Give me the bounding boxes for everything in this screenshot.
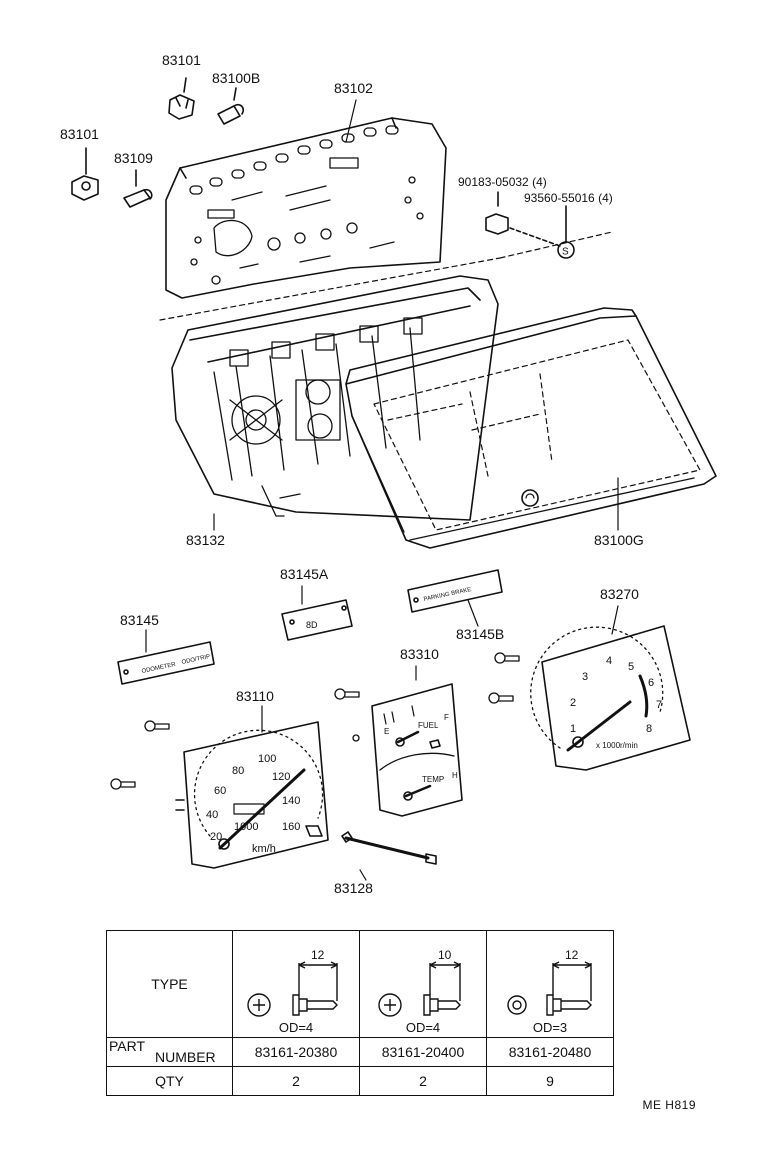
temp-label: TEMP	[422, 775, 444, 784]
bulb-83109	[123, 169, 153, 208]
tacho-tick-2: 2	[570, 697, 576, 709]
part-number-header: PART NUMBER	[106, 1037, 233, 1067]
part-header-line1: PART	[109, 1038, 146, 1054]
screw-marker-93560	[557, 205, 575, 259]
type-cell-2: 10 OD=4	[359, 930, 487, 1038]
qty-header: QTY	[106, 1066, 233, 1096]
printed-circuit-83102	[165, 117, 447, 299]
od-2: OD=4	[405, 1020, 441, 1035]
callout-83101-top: 83101	[162, 52, 201, 68]
callout-83132: 83132	[186, 532, 225, 548]
indicator-8d-label: 8D	[306, 620, 318, 630]
callout-83100B: 83100B	[212, 70, 261, 86]
type-header: TYPE	[106, 930, 233, 1038]
dim-3: 12	[565, 948, 579, 962]
fuel-full-label: F	[444, 713, 449, 722]
bulb-socket-83101-top	[168, 77, 195, 120]
screws	[110, 652, 520, 790]
speedo-tick-120: 120	[272, 771, 290, 783]
callout-83100G: 83100G	[594, 532, 644, 548]
callout-83102: 83102	[334, 80, 373, 96]
screw-type-1-drawing: 12	[247, 948, 338, 1017]
speedo-tick-80: 80	[232, 765, 244, 777]
indicator-plate-83145	[117, 641, 215, 685]
meter-glass-83100G	[345, 307, 717, 549]
temp-hot-label: H	[452, 771, 458, 780]
fuel-label: FUEL	[418, 721, 439, 730]
callout-83110: 83110	[236, 688, 274, 704]
part-number-3: 83161-20480	[486, 1037, 614, 1067]
clip-90183	[485, 191, 561, 247]
callout-90183: 90183-05032 (4)	[458, 175, 547, 189]
bulb-83100B	[217, 87, 245, 125]
tacho-tick-6: 6	[648, 677, 654, 689]
part-number-2: 83161-20400	[359, 1037, 487, 1067]
callout-83270: 83270	[600, 586, 639, 602]
table-row-qty: QTY 2 2 9	[106, 1066, 614, 1096]
tacho-tick-5: 5	[628, 661, 634, 673]
leader-lines	[145, 99, 619, 881]
table-row-part-number: PART NUMBER 83161-20380 83161-20400 8316…	[106, 1037, 614, 1067]
screw-spec-table: TYPE 12 OD=4 1	[106, 930, 614, 1096]
type-cell-1: 12 OD=4	[232, 930, 360, 1038]
screw-type-2-drawing: 10	[378, 948, 461, 1017]
indicator-plate-83145B	[407, 569, 503, 613]
tachometer-83270	[530, 625, 691, 771]
tacho-unit: x 1000r/min	[596, 741, 638, 750]
tacho-tick-8: 8	[646, 723, 652, 735]
qty-2: 2	[359, 1066, 487, 1096]
tacho-tick-1: 1	[570, 723, 576, 735]
speedo-odo-label: 1000	[234, 821, 258, 833]
speedo-tick-40: 40	[206, 809, 218, 821]
fuel-empty-label: E	[384, 727, 389, 736]
drawing-code: ME H819	[642, 1098, 696, 1112]
callout-83109: 83109	[114, 150, 153, 166]
qty-1: 2	[232, 1066, 360, 1096]
callout-83128: 83128	[334, 880, 373, 896]
part-header-line2: NUMBER	[155, 1049, 216, 1065]
od-3: OD=3	[532, 1020, 568, 1035]
speedo-tick-140: 140	[282, 795, 300, 807]
callout-83101-left: 83101	[60, 126, 99, 142]
screw-type-3-drawing: 12	[507, 948, 592, 1016]
speedo-tick-20: 20	[210, 831, 222, 843]
part-number-1: 83161-20380	[232, 1037, 360, 1067]
qty-3: 9	[486, 1066, 614, 1096]
type-cell-3: 12 OD=3	[486, 930, 614, 1038]
meter-case-83132	[171, 275, 499, 521]
callout-83145: 83145	[120, 612, 159, 628]
plate-83145-text-b: ODO/TRIP	[181, 654, 211, 666]
od-1: OD=4	[278, 1020, 314, 1035]
fuel-temp-gauge-83310	[371, 683, 463, 817]
guide-line	[159, 231, 613, 321]
speedo-unit: km/h	[252, 843, 276, 855]
speedo-tick-60: 60	[214, 785, 226, 797]
speedometer-83110	[175, 721, 329, 869]
callout-83310: 83310	[400, 646, 439, 662]
tacho-tick-7: 7	[656, 699, 662, 711]
reset-knob-83128	[341, 831, 437, 865]
table-row-type: TYPE 12 OD=4 1	[106, 930, 614, 1038]
tacho-tick-4: 4	[606, 655, 612, 667]
tacho-tick-3: 3	[582, 671, 588, 683]
bulb-socket-83101-left	[71, 147, 99, 201]
dim-1: 12	[311, 948, 325, 962]
indicator-plate-83145A	[281, 599, 353, 641]
callout-83145B: 83145B	[456, 626, 505, 642]
dim-2: 10	[438, 948, 452, 962]
speedo-tick-160: 160	[282, 821, 300, 833]
screw-marker-label: S	[562, 247, 569, 258]
callout-93560: 93560-55016 (4)	[524, 191, 613, 205]
callout-83145A: 83145A	[280, 566, 329, 582]
speedo-tick-100: 100	[258, 753, 276, 765]
